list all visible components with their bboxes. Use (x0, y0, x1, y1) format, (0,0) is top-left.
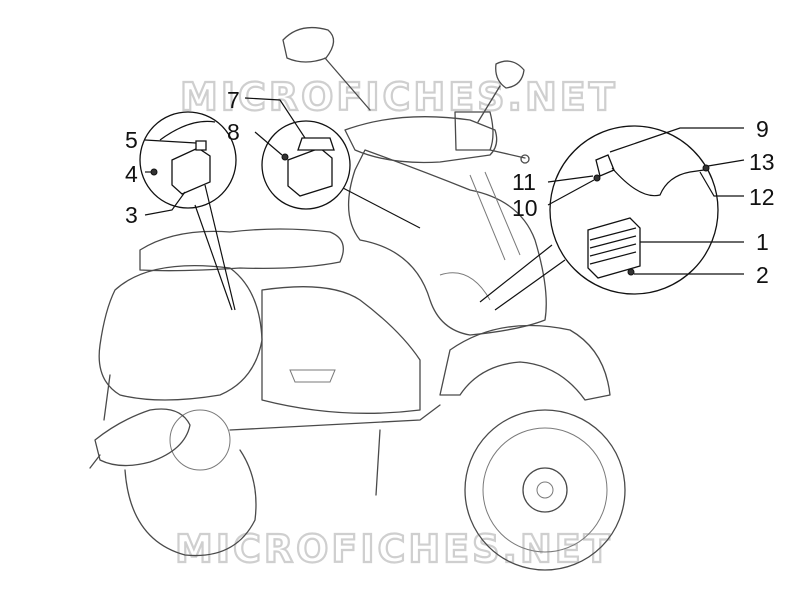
screw-8 (281, 153, 289, 161)
lead-5 (144, 139, 197, 144)
detail-group-left (139, 111, 237, 311)
brake-lever (489, 149, 526, 159)
front-hub (522, 467, 568, 513)
screw-4 (150, 168, 158, 176)
lead-11 (547, 175, 594, 183)
callout-3: 3 (125, 202, 138, 228)
callout-2: 2 (756, 262, 769, 288)
floor-panel (261, 286, 421, 414)
lever-end (520, 154, 530, 164)
callout-9: 9 (756, 116, 769, 142)
right-mirror-stem (477, 85, 501, 123)
watermark-top: MICROFICHES.NET (180, 75, 618, 119)
watermark-bottom: MICROFICHES.NET (175, 527, 613, 571)
sensor-cable (611, 167, 705, 197)
regulator-fins (589, 227, 637, 265)
circle-arc (159, 120, 216, 141)
lead-13 (707, 159, 745, 167)
voltage-regulator (587, 217, 641, 279)
callout-10: 10 (512, 195, 538, 221)
detail-circle-right (549, 125, 719, 295)
callout-13: 13 (749, 149, 775, 175)
lead-12 (699, 171, 744, 197)
lead-10 (547, 179, 595, 206)
frame-rail (229, 404, 441, 431)
front-axle (536, 481, 554, 499)
sensor (595, 154, 615, 177)
screw-10 (593, 174, 601, 182)
scooter-illustration (89, 26, 626, 571)
rear-hub (169, 409, 231, 471)
callout-11: 11 (512, 169, 536, 195)
screw-2 (627, 268, 635, 276)
clip-part (195, 140, 207, 151)
callout-4: 4 (125, 161, 138, 187)
leg-shield (347, 149, 547, 336)
floor-badge (289, 369, 336, 383)
detail-circle-center (261, 120, 351, 210)
detail-group-center (244, 97, 421, 229)
rear-tyre (124, 449, 257, 557)
cable-connector (702, 164, 710, 172)
pointer-center (342, 187, 421, 229)
rear-body (98, 264, 263, 401)
front-tyre (464, 409, 626, 571)
detail-group-right (479, 125, 745, 311)
seat (139, 228, 344, 272)
callout-12: 12 (749, 184, 775, 210)
front-fender (439, 324, 611, 401)
side-vent (439, 272, 491, 301)
callout-8: 8 (227, 119, 240, 145)
relay-box (287, 147, 333, 197)
left-mirror-stem (324, 57, 371, 111)
right-mirror (495, 60, 525, 89)
ecu-box (171, 147, 211, 195)
horn-cover (469, 171, 521, 261)
side-stand (375, 429, 381, 496)
callout-5: 5 (125, 127, 138, 153)
front-rim (482, 427, 608, 553)
rear-strut (103, 374, 111, 421)
pointer-right (479, 244, 566, 311)
callout-1: 1 (756, 229, 769, 255)
lead-3 (144, 191, 186, 216)
detail-circle-left (139, 111, 237, 209)
lead-7 (244, 97, 306, 139)
lead-9 (609, 127, 744, 153)
callout-7: 7 (227, 87, 240, 113)
handlebar (344, 116, 498, 164)
pointer-left (194, 184, 236, 311)
left-mirror (282, 26, 335, 63)
exhaust-tip (89, 454, 101, 469)
lead-8 (254, 131, 283, 156)
relay-bracket (297, 137, 335, 151)
exhaust (94, 408, 191, 467)
